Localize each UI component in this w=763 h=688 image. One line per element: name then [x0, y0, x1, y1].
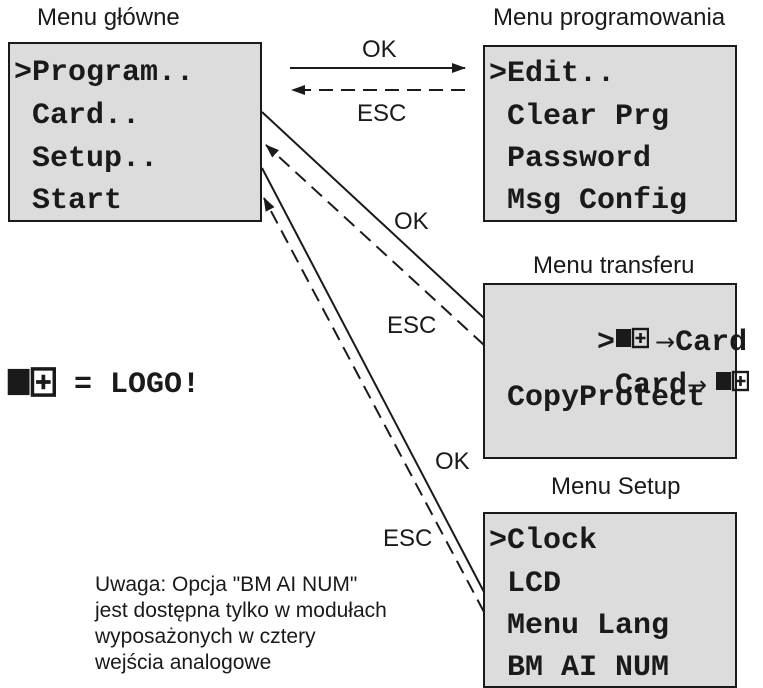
setup-menu-item-bm-ai-num[interactable]: BM AI NUM — [489, 651, 670, 685]
note-line: wyposażonych w cztery — [95, 625, 316, 648]
ok-label-program: OK — [362, 36, 397, 63]
transfer-row2-prefix: Card — [615, 368, 688, 403]
legend-text: = LOGO! — [74, 367, 201, 402]
note-line: wejścia analogowe — [95, 651, 272, 674]
program-menu-box: >Edit.. Clear Prg Password Msg Config — [483, 45, 737, 222]
logo-module-icon — [615, 327, 650, 357]
ok-label-transfer: OK — [394, 208, 429, 235]
note-line: jest dostępna tylko w modułach — [95, 599, 387, 622]
main-menu-title: Menu główne — [37, 4, 180, 31]
transfer-menu-item-from-card[interactable]: Card→ — [507, 340, 749, 431]
setup-menu-box: >Clock LCD Menu Lang BM AI NUM — [483, 512, 737, 688]
main-menu-item-program[interactable]: >Program.. — [14, 56, 195, 90]
logo-module-icon — [715, 370, 749, 400]
setup-menu-item-lcd[interactable]: LCD — [489, 567, 562, 601]
program-menu-item-edit[interactable]: >Edit.. — [489, 57, 616, 91]
transfer-row1-suffix: Card — [675, 325, 748, 360]
program-menu-item-password[interactable]: Password — [489, 142, 652, 176]
ok-line-transfer — [261, 111, 485, 319]
transfer-menu-item-copyprotect[interactable]: CopyProtect — [507, 381, 706, 415]
ok-line-setup — [261, 167, 485, 593]
main-menu-item-card[interactable]: Card.. — [14, 99, 141, 133]
setup-menu-title: Menu Setup — [551, 473, 681, 500]
esc-label-transfer: ESC — [387, 312, 437, 339]
esc-arrow-transfer — [265, 144, 485, 346]
note: Uwaga: Opcja "BM AI NUM" jest dostępna t… — [95, 572, 387, 676]
setup-menu-item-clock[interactable]: >Clock — [489, 524, 598, 558]
transfer-menu-box: >→Card Card→ CopyProtect — [483, 283, 749, 459]
transfer-menu-item-to-card[interactable]: > →Card — [489, 297, 747, 388]
main-menu-item-setup[interactable]: Setup.. — [14, 142, 159, 176]
arrow-right-icon: → — [655, 327, 676, 356]
logo-module-icon — [6, 366, 57, 403]
transfer-row1-prefix: > — [597, 325, 616, 360]
main-menu-box: >Program.. Card.. Setup.. Start — [8, 42, 262, 222]
setup-menu-item-menu-lang[interactable]: Menu Lang — [489, 609, 670, 643]
esc-label-setup: ESC — [383, 525, 433, 552]
arrow-right-icon: → — [687, 370, 715, 399]
program-menu-item-msg-config[interactable]: Msg Config — [489, 184, 688, 218]
ok-label-setup: OK — [435, 448, 470, 475]
note-line: Uwaga: Opcja "BM AI NUM" — [95, 573, 358, 596]
logo-legend: = LOGO! — [6, 366, 200, 403]
program-menu-title: Menu programowania — [493, 4, 726, 31]
esc-arrow-setup — [263, 197, 485, 613]
program-menu-item-clear-prg[interactable]: Clear Prg — [489, 100, 670, 134]
main-menu-item-start[interactable]: Start — [14, 184, 123, 218]
esc-label-program: ESC — [357, 100, 407, 127]
transfer-menu-title: Menu transferu — [533, 252, 695, 279]
